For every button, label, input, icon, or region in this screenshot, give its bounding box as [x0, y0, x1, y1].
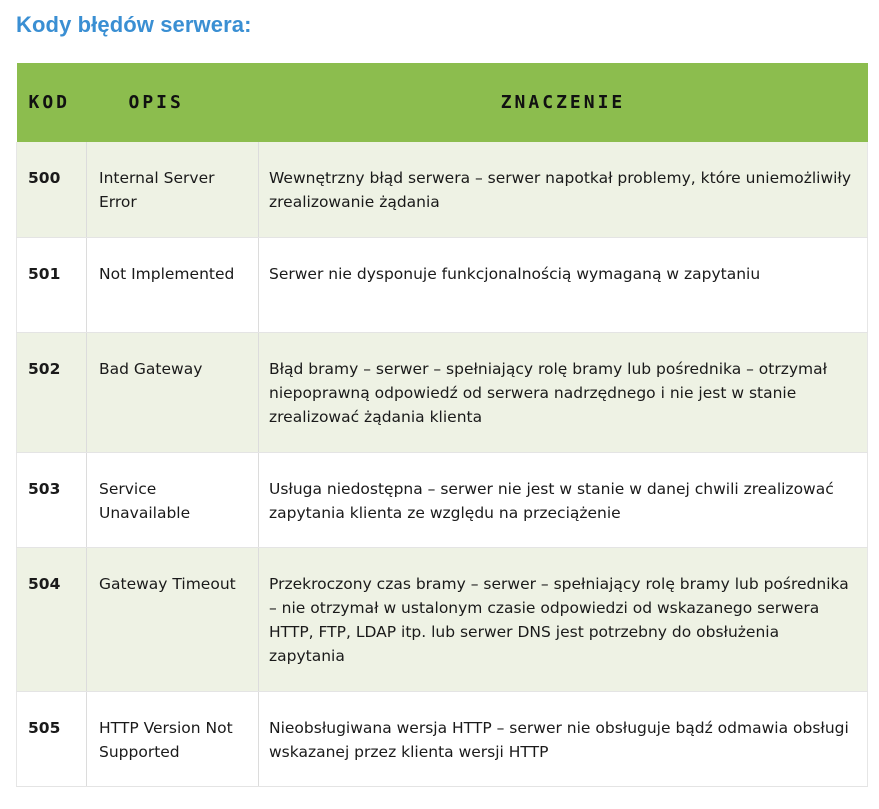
table-row: 501 Not Implemented Serwer nie dysponuje…: [16, 237, 868, 333]
cell-meaning: Serwer nie dysponuje funkcjonalnością wy…: [258, 237, 868, 333]
cell-description: Gateway Timeout: [86, 547, 259, 692]
cell-code: 500: [16, 142, 87, 238]
cell-code: 501: [16, 237, 87, 333]
cell-code: 505: [16, 691, 87, 787]
table-body: 500 Internal Server Error Wewnętrzny błą…: [16, 142, 868, 787]
header-row: KOD OPIS ZNACZENIE: [16, 63, 868, 142]
cell-meaning: Błąd bramy – serwer – spełniający rolę b…: [258, 332, 868, 453]
cell-description: Not Implemented: [86, 237, 259, 333]
column-header-meaning: ZNACZENIE: [500, 92, 626, 113]
error-codes-table-container: KOD OPIS ZNACZENIE 500 Internal Server E…: [16, 63, 868, 787]
table-row: 505 HTTP Version Not Supported Nieobsług…: [16, 691, 868, 787]
page-title: Kody błędów serwera:: [16, 12, 252, 37]
table-header: KOD OPIS ZNACZENIE: [16, 63, 868, 142]
table-row: 504 Gateway Timeout Przekroczony czas br…: [16, 547, 868, 692]
cell-code: 504: [16, 547, 87, 692]
cell-code: 502: [16, 332, 87, 453]
cell-meaning: Nieobsługiwana wersja HTTP – serwer nie …: [258, 691, 868, 787]
cell-meaning: Przekroczony czas bramy – serwer – spełn…: [258, 547, 868, 692]
cell-description: Bad Gateway: [86, 332, 259, 453]
cell-meaning: Usługa niedostępna – serwer nie jest w s…: [258, 452, 868, 548]
cell-code: 503: [16, 452, 87, 548]
cell-description: Service Unavailable: [86, 452, 259, 548]
cell-description: HTTP Version Not Supported: [86, 691, 259, 787]
column-header-code: KOD: [28, 92, 71, 113]
column-header-description: OPIS: [128, 92, 184, 113]
table-row: 500 Internal Server Error Wewnętrzny błą…: [16, 142, 868, 238]
table-row: 502 Bad Gateway Błąd bramy – serwer – sp…: [16, 332, 868, 453]
error-codes-table: KOD OPIS ZNACZENIE 500 Internal Server E…: [16, 63, 868, 787]
cell-meaning: Wewnętrzny błąd serwera – serwer napotka…: [258, 142, 868, 238]
table-row: 503 Service Unavailable Usługa niedostęp…: [16, 452, 868, 548]
cell-description: Internal Server Error: [86, 142, 259, 238]
